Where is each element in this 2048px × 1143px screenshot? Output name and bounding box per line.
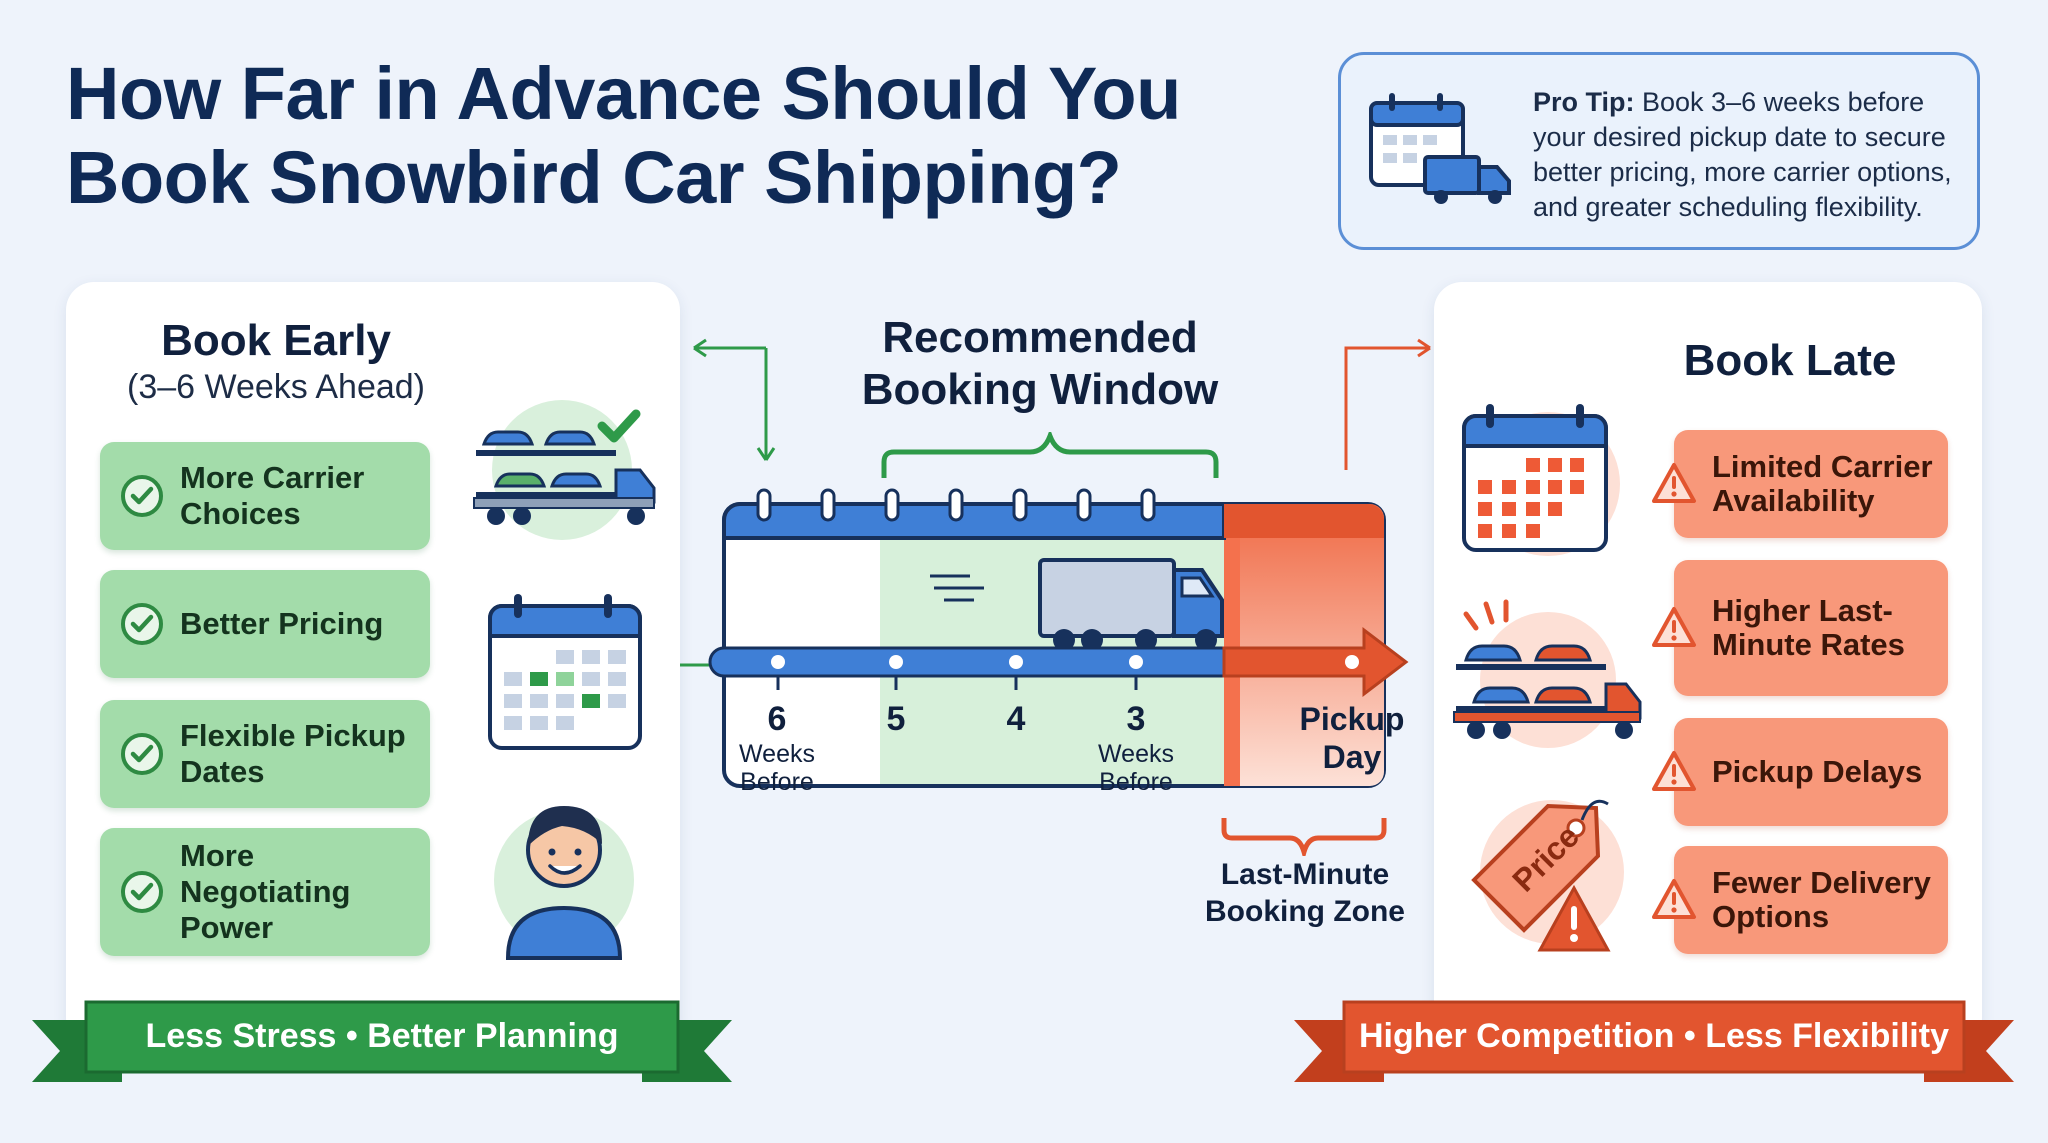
truck-icon bbox=[930, 558, 1224, 651]
tick-number: 5 bbox=[886, 700, 906, 738]
tick-number: 6 bbox=[767, 700, 787, 738]
booking-timeline bbox=[708, 488, 1409, 788]
recommended-window-label: Recommended Booking Window bbox=[861, 313, 1219, 414]
warning-icon bbox=[1652, 879, 1696, 919]
warning-icon bbox=[1652, 751, 1696, 791]
risk-card: Higher Last-Minute Rates bbox=[1674, 560, 1948, 696]
last-minute-brace bbox=[1221, 818, 1387, 856]
pickup-day-label: Pickup Day bbox=[1299, 701, 1405, 775]
pro-tip-body: Book 3–6 weeks before your desired picku… bbox=[1533, 87, 1952, 222]
risk-label: Fewer Delivery Options bbox=[1712, 865, 1931, 934]
happy-person-icon bbox=[494, 806, 634, 960]
benefit-label: More Negotiating Power bbox=[180, 838, 351, 945]
tick-number: 4 bbox=[1006, 700, 1026, 738]
car-carrier-check-icon bbox=[473, 400, 656, 540]
tick-sublabel: Weeks Before bbox=[1098, 740, 1174, 796]
red-calendar-icon bbox=[1462, 404, 1620, 556]
check-icon bbox=[121, 733, 163, 775]
risk-label: Limited Carrier Availability bbox=[1712, 449, 1933, 518]
price-tag-warning-icon bbox=[1471, 799, 1624, 952]
benefit-card: Flexible Pickup Dates bbox=[100, 700, 430, 808]
benefit-label: More Carrier Choices bbox=[180, 460, 365, 531]
risk-card: Limited Carrier Availability bbox=[1674, 430, 1948, 538]
book-early-heading: Book Early bbox=[161, 316, 391, 365]
car-carrier-alert-icon bbox=[1453, 599, 1642, 748]
pro-tip-label: Pro Tip: bbox=[1533, 87, 1635, 117]
risk-card: Fewer Delivery Options bbox=[1674, 846, 1948, 954]
book-late-ribbon-shape bbox=[1294, 1000, 2014, 1082]
calendar-icon bbox=[488, 594, 642, 750]
book-late-ribbon: Higher Competition • Less Flexibility bbox=[1359, 1017, 1949, 1055]
pro-tip-box: Pro Tip: Book 3–6 weeks before your desi… bbox=[1338, 52, 1980, 250]
benefit-card: Better Pricing bbox=[100, 570, 430, 678]
page-title: How Far in Advance Should You Book Snowb… bbox=[66, 52, 1181, 219]
book-early-subheading: (3–6 Weeks Ahead) bbox=[127, 368, 425, 406]
tick-sublabel: Weeks Before bbox=[739, 740, 815, 796]
book-early-ribbon-shape bbox=[32, 1000, 732, 1082]
risk-label: Higher Last-Minute Rates bbox=[1712, 593, 1905, 662]
connector-arrows bbox=[693, 338, 1431, 470]
calendar-truck-icon bbox=[1369, 93, 1511, 204]
risk-label: Pickup Delays bbox=[1712, 754, 1923, 789]
window-brace bbox=[881, 432, 1219, 478]
check-icon bbox=[121, 475, 163, 517]
warning-icon bbox=[1652, 463, 1696, 503]
book-late-heading: Book Late bbox=[1683, 336, 1897, 385]
check-icon bbox=[121, 871, 163, 913]
book-early-ribbon: Less Stress • Better Planning bbox=[145, 1017, 619, 1055]
warning-icon bbox=[1652, 607, 1696, 647]
risk-card: Pickup Delays bbox=[1674, 718, 1948, 826]
check-icon bbox=[121, 603, 163, 645]
benefit-card: More Negotiating Power bbox=[100, 828, 430, 956]
benefit-label: Better Pricing bbox=[180, 606, 384, 641]
last-minute-zone-label: Last-Minute Booking Zone bbox=[1205, 858, 1405, 928]
tick-number: 3 bbox=[1126, 700, 1146, 738]
benefit-label: Flexible Pickup Dates bbox=[180, 718, 406, 789]
pro-tip-text: Pro Tip: Book 3–6 weeks before your desi… bbox=[1533, 85, 1963, 225]
benefit-card: More Carrier Choices bbox=[100, 442, 430, 550]
